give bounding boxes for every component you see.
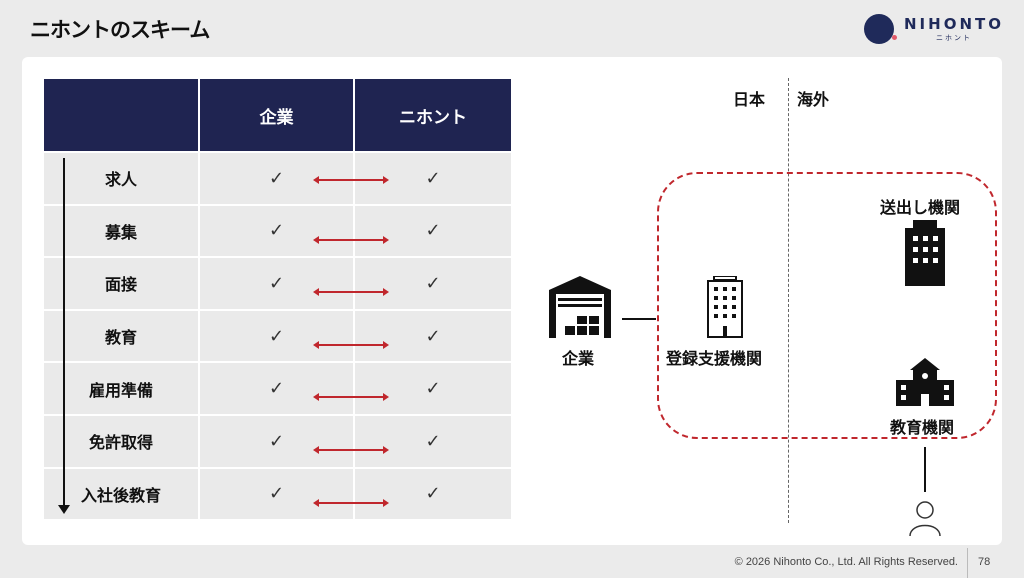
company-link-arrow [622, 318, 656, 320]
check-icon: ✓ [268, 325, 285, 347]
office-building-icon [707, 276, 743, 338]
company-cell: ✓ [200, 258, 353, 309]
step-label: 教育 [44, 310, 198, 362]
check-icon: ✓ [268, 167, 285, 189]
page-title: ニホントのスキーム [30, 18, 210, 42]
nihonto-cell: ✓ [355, 310, 511, 362]
person-icon [909, 501, 941, 536]
company-cell: ✓ [200, 153, 353, 204]
label-sending-org: 送出し機関 [880, 198, 961, 217]
header-nihonto: ニホント [355, 79, 511, 151]
page-number: 78 [978, 556, 991, 568]
company-cell: ✓ [200, 468, 353, 520]
education-link-arrow [924, 447, 926, 492]
flow-arrow-head-icon [58, 505, 70, 514]
sending-org-building-icon [905, 220, 945, 286]
step-label: 免許取得 [44, 415, 198, 467]
table-row: 求人 ✓ ✓ [44, 153, 511, 204]
table-row: 面接 ✓ ✓ [44, 258, 511, 309]
link-arrow [313, 288, 389, 297]
step-label: 募集 [44, 205, 198, 257]
nihonto-cell: ✓ [355, 258, 511, 309]
company-cell: ✓ [200, 415, 353, 467]
warehouse-icon [549, 276, 611, 338]
label-support-org: 登録支援機関 [666, 349, 763, 368]
logo-mark-icon [864, 14, 897, 44]
label-education-org: 教育機関 [890, 418, 955, 437]
label-company: 企業 [562, 349, 595, 368]
partner-boundary [657, 172, 997, 439]
check-icon: ✓ [425, 220, 441, 242]
scheme-table: 企業 ニホント 求人 ✓ ✓ 募集 ✓ ✓ 面接 ✓ ✓ 教育 ✓ ✓ 雇用準備… [44, 79, 511, 520]
check-icon: ✓ [425, 378, 441, 400]
check-icon: ✓ [268, 220, 285, 242]
link-arrow [313, 340, 389, 349]
link-arrow [313, 446, 389, 454]
header-company: 企業 [200, 79, 353, 151]
nihonto-cell: ✓ [355, 205, 511, 257]
company-cell: ✓ [200, 205, 353, 257]
nihonto-cell: ✓ [355, 153, 511, 204]
border-divider [788, 78, 789, 523]
link-arrow [313, 235, 389, 244]
check-icon: ✓ [268, 430, 285, 452]
label-overseas: 海外 [797, 90, 830, 109]
company-cell: ✓ [200, 363, 353, 414]
check-icon: ✓ [425, 430, 441, 452]
check-icon: ✓ [425, 483, 441, 505]
step-label: 雇用準備 [44, 363, 198, 414]
check-icon: ✓ [268, 272, 285, 294]
check-icon: ✓ [425, 325, 441, 347]
nihonto-cell: ✓ [355, 415, 511, 467]
step-label: 求人 [44, 153, 198, 204]
table-row: 募集 ✓ ✓ [44, 205, 511, 257]
link-arrow [313, 498, 389, 507]
flow-line [63, 158, 65, 508]
check-icon: ✓ [268, 483, 285, 505]
table-row: 入社後教育 ✓ ✓ [44, 468, 511, 520]
check-icon: ✓ [425, 167, 441, 189]
logo-text: NIHONTO [904, 15, 1004, 33]
table-row: 免許取得 ✓ ✓ [44, 415, 511, 467]
check-icon: ✓ [425, 272, 441, 294]
link-arrow [313, 176, 389, 184]
header-empty [44, 79, 198, 151]
label-japan: 日本 [733, 90, 766, 109]
company-cell: ✓ [200, 310, 353, 362]
school-icon [896, 358, 954, 406]
footer-divider [967, 548, 968, 578]
table-row: 雇用準備 ✓ ✓ [44, 363, 511, 414]
copyright: © 2026 Nihonto Co., Ltd. All Rights Rese… [734, 556, 958, 568]
nihonto-cell: ✓ [355, 363, 511, 414]
link-arrow [313, 393, 389, 402]
check-icon: ✓ [268, 378, 285, 400]
step-label: 面接 [44, 258, 198, 309]
logo-subtext: ニホント [935, 34, 972, 42]
table-row: 教育 ✓ ✓ [44, 310, 511, 362]
nihonto-cell: ✓ [355, 468, 511, 520]
